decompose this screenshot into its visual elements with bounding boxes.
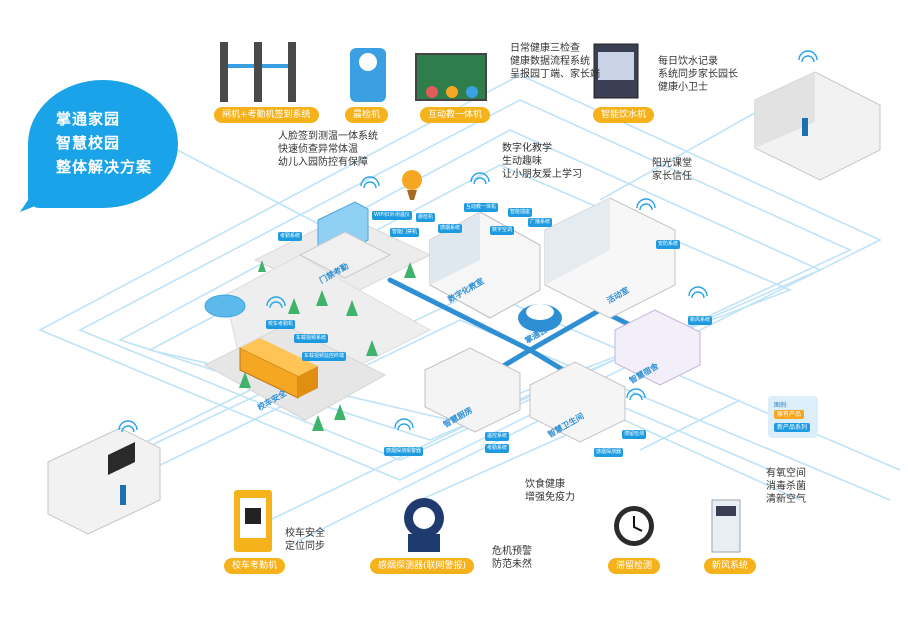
tag-temp-control: 温控系统 (485, 432, 510, 441)
tag-stay-detect: 滞留检测 (622, 430, 647, 439)
tag-security: 安防系统 (656, 240, 681, 249)
label-water-dispenser: 智能饮水机 (593, 107, 655, 123)
label-gate-system: 闸机+考勤机签到系统 (214, 107, 319, 123)
legend-header: 图例: (774, 402, 789, 409)
tag-air-conditioner: 数字空调 (490, 226, 515, 235)
title-line-2: 智慧校园 (56, 134, 121, 152)
title-bubble: 掌通家园 智慧校园 整体解决方案 (28, 80, 178, 208)
label-stay-detect: 滞留检测 (608, 558, 661, 574)
tag-access-control: 智能门禁机 (390, 228, 420, 237)
note-sunshine: 阳光课堂 家长信任 (652, 158, 692, 182)
title-line-3: 整体解决方案 (56, 158, 153, 176)
tag-broadcast: 广播系统 (528, 218, 553, 227)
note-checkup: 日常健康三检查 健康数据流程系统 呈报园丁端、家长端 (510, 43, 600, 80)
note-crisis: 危机预警 防范未然 (492, 546, 532, 570)
note-digital: 数字化教学 生动趣味 让小朋友爱上学习 (502, 143, 582, 180)
label-interactive-board: 互动教一体机 (420, 107, 491, 123)
title-line-1: 掌通家园 (56, 110, 121, 128)
tag-fresh-air: 新风系统 (688, 316, 713, 325)
note-face-temp: 人脸签到测温一体系统 快速侦查异常体温 幼儿入园防控有保障 (278, 131, 378, 168)
label-morning-robot: 晨检机 (345, 107, 389, 123)
label-bus-checkin: 校车考勤机 (224, 558, 286, 574)
tag-smoke-alarm: 感烟探测报警器 (384, 447, 424, 456)
tag-bus-checkin: 校车考勤机 (266, 320, 296, 329)
tag-attendance-2: 考勤系统 (485, 444, 510, 453)
note-diet: 饮食健康 增强免疫力 (525, 479, 575, 503)
note-oxygen: 有氧空间 消毒杀菌 清新空气 (766, 468, 806, 505)
tag-morning-check: 晨检机 (416, 213, 436, 222)
legend: 图例: 原有产品 新产品系列 (768, 396, 818, 438)
tag-wifi-thermometer: WIFI红外测温仪 (372, 211, 412, 220)
tag-smart-socket: 智能插座 (508, 208, 533, 217)
tag-smoke-system: 感烟系统 (438, 224, 463, 233)
legend-new-products: 新产品系列 (774, 423, 811, 432)
label-fresh-air: 新风系统 (704, 558, 757, 574)
tag-smoke-detector: 感烟探测器 (594, 448, 624, 457)
note-water: 每日饮水记录 系统同步家长园长 健康小卫士 (658, 56, 738, 93)
tag-board: 互动教一体机 (464, 203, 499, 212)
tag-attendance: 考勤系统 (278, 232, 303, 241)
legend-old-products: 原有产品 (774, 410, 805, 419)
label-smoke-detector: 感烟探测器(联网警报) (370, 558, 475, 574)
tag-bus-video: 车载视频系统 (294, 334, 329, 343)
tag-bus-video-terminal: 车载视频监控终端 (302, 352, 347, 361)
note-bus-safety: 校车安全 定位同步 (285, 528, 325, 552)
